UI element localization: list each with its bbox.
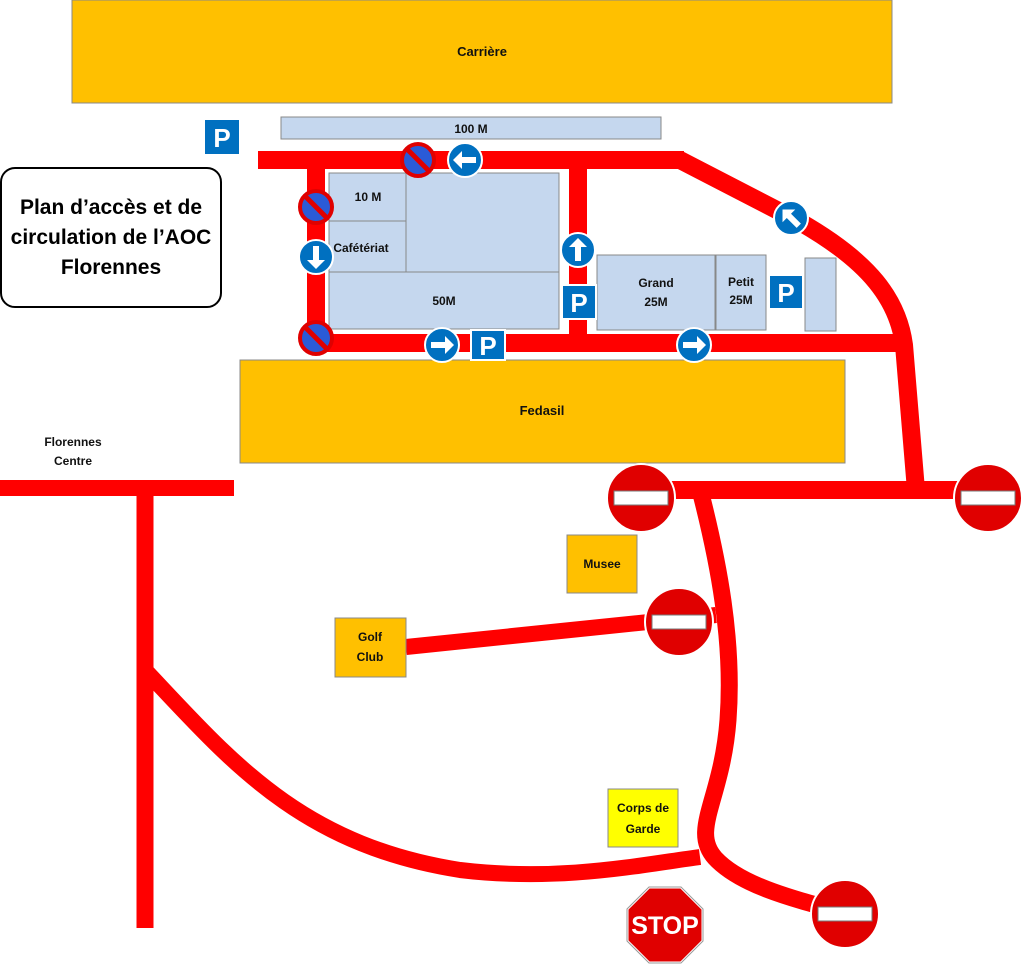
svg-text:Garde: Garde	[626, 822, 661, 836]
arrow-right-icon	[424, 327, 460, 363]
no-parking-icon	[300, 322, 332, 354]
svg-text:Petit: Petit	[728, 275, 754, 289]
svg-text:Florennes: Florennes	[61, 256, 161, 279]
building-100m: 100 M	[280, 116, 662, 140]
road-south-curve	[139, 664, 702, 883]
zone-golf-club: Golf Club	[334, 617, 407, 678]
no-entry-icon	[606, 463, 676, 533]
svg-text:P: P	[570, 288, 587, 318]
svg-text:Fedasil: Fedasil	[520, 403, 565, 418]
building-annex	[804, 257, 837, 332]
parking-sign: P	[561, 284, 597, 320]
svg-text:10 M: 10 M	[355, 190, 382, 204]
svg-text:circulation de l’AOC: circulation de l’AOC	[11, 226, 212, 249]
no-entry-icon	[810, 879, 880, 949]
svg-text:Plan d’accès et de: Plan d’accès et de	[20, 196, 202, 219]
svg-text:Carrière: Carrière	[457, 44, 507, 59]
svg-text:Cafétériat: Cafétériat	[333, 241, 388, 255]
svg-text:P: P	[777, 278, 794, 308]
svg-text:Grand: Grand	[638, 276, 673, 290]
map-title-box: Plan d’accès et de circulation de l’AOC …	[0, 167, 222, 308]
arrow-left-icon	[447, 142, 483, 178]
building-grand-25m: Grand 25M	[596, 254, 716, 331]
building-50m: 50M	[328, 271, 560, 330]
svg-text:Club: Club	[357, 650, 384, 664]
parking-sign: P	[768, 274, 804, 310]
arrow-right-icon	[676, 327, 712, 363]
building-cafeteriat: Cafétériat	[328, 220, 407, 273]
svg-text:50M: 50M	[432, 294, 455, 308]
svg-text:P: P	[479, 331, 496, 361]
svg-text:P: P	[213, 123, 230, 153]
place-florennes-centre: Florennes Centre	[44, 435, 102, 468]
svg-text:STOP: STOP	[631, 912, 699, 940]
stop-sign: STOP	[625, 885, 705, 965]
svg-text:Golf: Golf	[358, 630, 383, 644]
zone-fedasil: Fedasil	[239, 359, 846, 464]
parking-sign: P	[203, 118, 241, 156]
no-parking-icon	[300, 191, 332, 223]
svg-text:Florennes: Florennes	[44, 435, 102, 449]
road-east-curve	[675, 152, 925, 491]
svg-text:Corps de: Corps de	[617, 801, 669, 815]
svg-text:Centre: Centre	[54, 454, 92, 468]
arrow-down-icon	[298, 239, 334, 275]
zone-carriere: Carrière	[71, 0, 893, 104]
no-parking-icon	[402, 144, 434, 176]
no-entry-icon	[644, 587, 714, 657]
building-petit-25m: Petit 25M	[715, 254, 767, 331]
zone-corps-de-garde: Corps de Garde	[607, 788, 679, 848]
svg-text:100 M: 100 M	[454, 122, 487, 136]
svg-text:25M: 25M	[644, 295, 667, 309]
road-main-south	[691, 487, 845, 921]
building-main-block	[405, 172, 560, 273]
arrow-up-icon	[560, 232, 596, 268]
svg-text:Musee: Musee	[583, 557, 621, 571]
building-10m: 10 M	[328, 172, 407, 222]
zone-musee: Musee	[566, 534, 638, 594]
svg-text:25M: 25M	[729, 293, 752, 307]
parking-sign: P	[470, 329, 506, 361]
no-entry-icon	[953, 463, 1023, 533]
